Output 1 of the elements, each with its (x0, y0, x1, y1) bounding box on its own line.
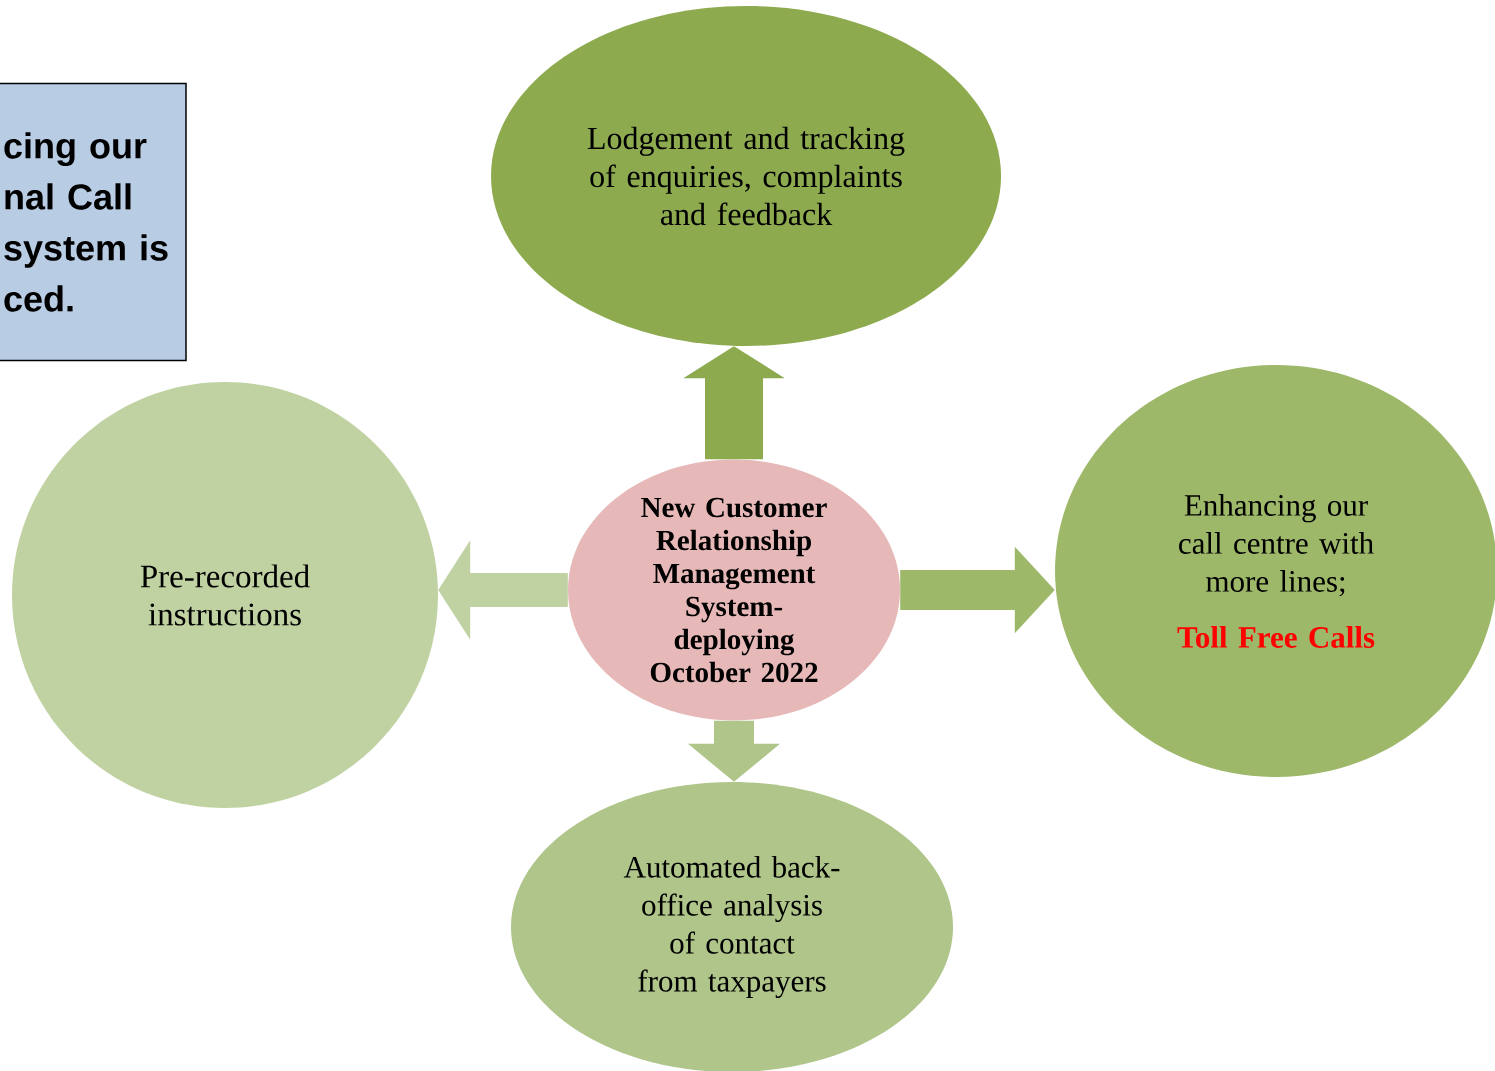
note-box: cing our nal Call system is ced. (0, 82, 187, 362)
